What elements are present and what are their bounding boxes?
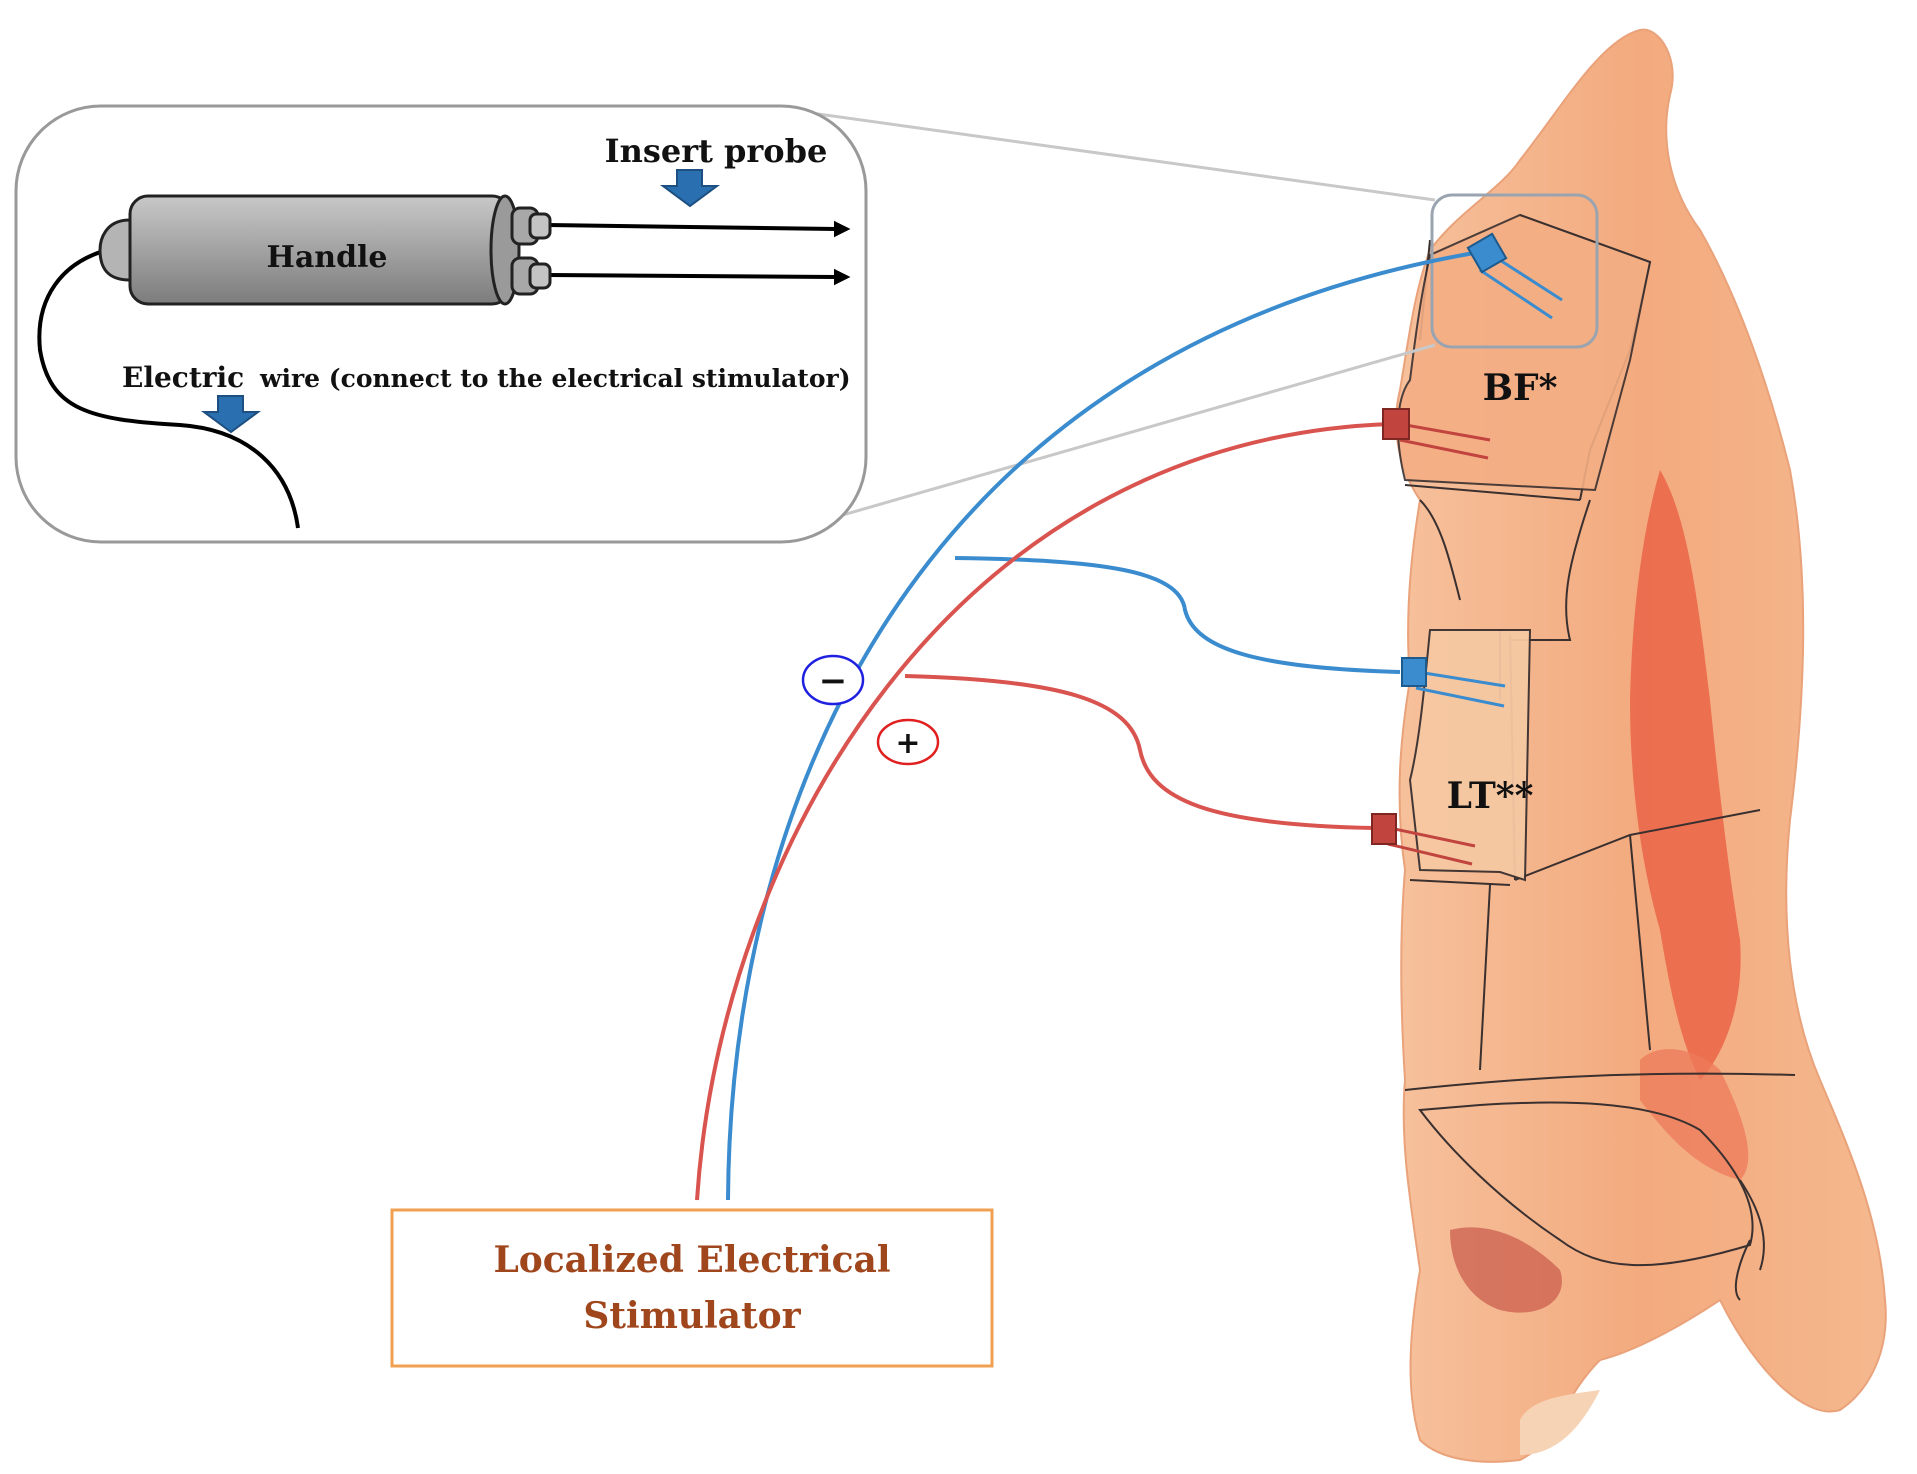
- handle-label: Handle: [266, 240, 387, 275]
- bf-label: BF*: [1483, 367, 1558, 409]
- lt-region-outline: [1408, 629, 1532, 882]
- probe-lt-positive: [1371, 813, 1476, 866]
- positive-wires: [695, 422, 1391, 1201]
- probe-bf-positive: [1382, 408, 1491, 460]
- wire-connect-label: wire (connect to the electrical stimulat…: [259, 364, 851, 393]
- stimulator-label-line1: Localized Electrical: [493, 1239, 890, 1281]
- electric-label-word: Electric: [122, 361, 244, 394]
- negative-wires: [726, 250, 1481, 1201]
- bf-region-outline: [1397, 213, 1652, 492]
- probe-lt-negative: [1401, 657, 1506, 708]
- electric-wire-arrow-icon: [200, 395, 262, 434]
- stimulator-label-line2: Stimulator: [583, 1295, 801, 1337]
- inset-electric-wire: [37, 246, 300, 529]
- localized-electrical-stimulator: Localized Electrical Stimulator: [390, 1208, 994, 1368]
- plus-sign: +: [895, 726, 920, 761]
- stimulator-box: [390, 1208, 994, 1368]
- zoom-region-box: [1430, 193, 1599, 349]
- insert-probe-arrow-icon: [659, 169, 721, 208]
- positive-polarity-marker: +: [876, 718, 940, 766]
- carcass-tail-fat: [1520, 1390, 1600, 1455]
- probe-handle: [98, 194, 552, 306]
- lt-label: LT**: [1447, 775, 1534, 817]
- probe-needles: [547, 220, 851, 286]
- positive-main-wire: [695, 422, 1391, 1201]
- probe-bf-negative: [1466, 232, 1563, 320]
- negative-main-wire: [726, 250, 1481, 1201]
- muscle-dark-patch: [1450, 1227, 1562, 1313]
- muscle-red-lower: [1640, 1049, 1749, 1180]
- carcass: [1395, 28, 1887, 1463]
- negative-polarity-marker: −: [801, 654, 865, 706]
- minus-sign: −: [819, 661, 848, 701]
- probe-inset: Handle Insert probe Electric wire (conne…: [14, 104, 868, 544]
- zoom-connector: [772, 106, 1436, 537]
- inset-frame: [14, 104, 868, 544]
- muscle-red-region: [1630, 470, 1741, 1080]
- positive-branch-wire: [904, 674, 1376, 830]
- insert-probe-label: Insert probe: [605, 132, 828, 170]
- negative-branch-wire: [954, 556, 1401, 674]
- electric-wire-label: Electric wire (connect to the electrical…: [122, 361, 851, 394]
